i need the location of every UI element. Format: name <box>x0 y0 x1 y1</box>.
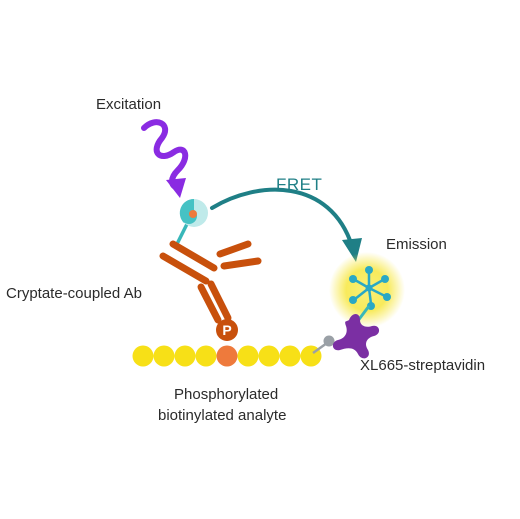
biotin-pin-icon <box>312 335 335 355</box>
analyte-bead <box>195 345 217 367</box>
analyte-bead-chain <box>132 345 322 367</box>
analyte-bead <box>153 345 175 367</box>
cryptate-donor-icon <box>173 198 208 249</box>
phosphate-p-icon: P <box>216 319 238 341</box>
analyte-bead <box>174 345 196 367</box>
streptavidin-cross-icon <box>332 314 380 359</box>
xl665-streptavidin-label: XL665-streptavidin <box>360 357 485 374</box>
phosphate-label: P <box>222 322 231 338</box>
analyte-label-line2: biotinylated analyte <box>158 407 286 424</box>
analyte-bead <box>237 345 259 367</box>
emission-label: Emission <box>386 236 447 253</box>
analyte-bead <box>279 345 301 367</box>
analyte-label-line1: Phosphorylated <box>174 386 278 403</box>
cryptate-ab-label: Cryptate-coupled Ab <box>6 285 142 302</box>
analyte-bead <box>258 345 280 367</box>
analyte-bead <box>132 345 154 367</box>
fret-label: FRET <box>276 175 322 194</box>
xl665-acceptor-icon <box>349 266 391 323</box>
y-shaped-antibody-icon <box>159 240 262 324</box>
wavy-arrow-icon <box>141 119 189 198</box>
excitation-label: Excitation <box>96 96 161 113</box>
phospho-site-bead <box>216 345 238 367</box>
